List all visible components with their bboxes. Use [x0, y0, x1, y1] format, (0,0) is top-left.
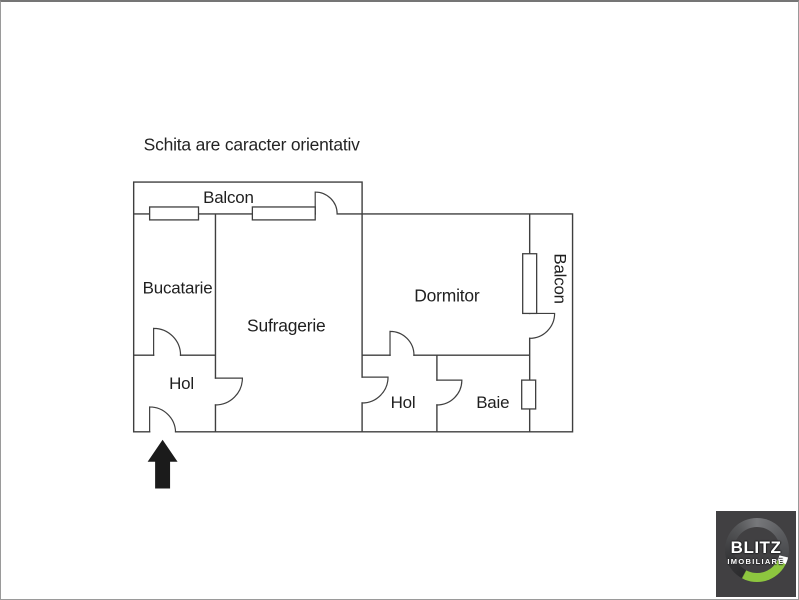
door-hol2-dormitor: [389, 330, 415, 356]
disclaimer-text: Schita are caracter orientativ: [144, 134, 361, 154]
windows: [148, 206, 538, 410]
logo-ring-icon: [725, 518, 789, 582]
door-swings: [149, 191, 556, 433]
room-label-hol-night: Hol: [391, 393, 416, 412]
door-hol-sufragerie: [214, 377, 243, 406]
room-label-dormitor: Dormitor: [414, 286, 480, 306]
door-balcony-top: [314, 191, 338, 215]
brand-logo: BLITZ IMOBILIARE: [716, 511, 796, 597]
room-label-balcon-top: Balcon: [203, 188, 254, 207]
logo-brand-name: BLITZ: [730, 538, 782, 557]
window-sufragerie: [251, 206, 316, 221]
logo-subtitle: IMOBILIARE: [727, 557, 785, 566]
door-hol2-baie: [436, 379, 463, 406]
logo-text: BLITZ IMOBILIARE: [716, 538, 796, 567]
door-sufragerie-hol2: [361, 376, 389, 404]
door-dormitor-balcon: [529, 312, 556, 339]
window-baie: [521, 379, 537, 410]
door-entrance: [149, 406, 177, 433]
entrance-arrow-icon: [147, 439, 178, 489]
room-label-sufragerie: Sufragerie: [247, 315, 325, 335]
room-label-balcon-right: Balcon: [551, 253, 570, 303]
door-hol-bucatarie: [153, 327, 182, 356]
window-dormitor: [522, 253, 538, 315]
room-label-bucatarie: Bucatarie: [143, 279, 213, 298]
room-label-hol-entrance: Hol: [169, 374, 194, 393]
window-bucatarie: [148, 206, 200, 221]
room-label-baie: Baie: [476, 393, 509, 412]
